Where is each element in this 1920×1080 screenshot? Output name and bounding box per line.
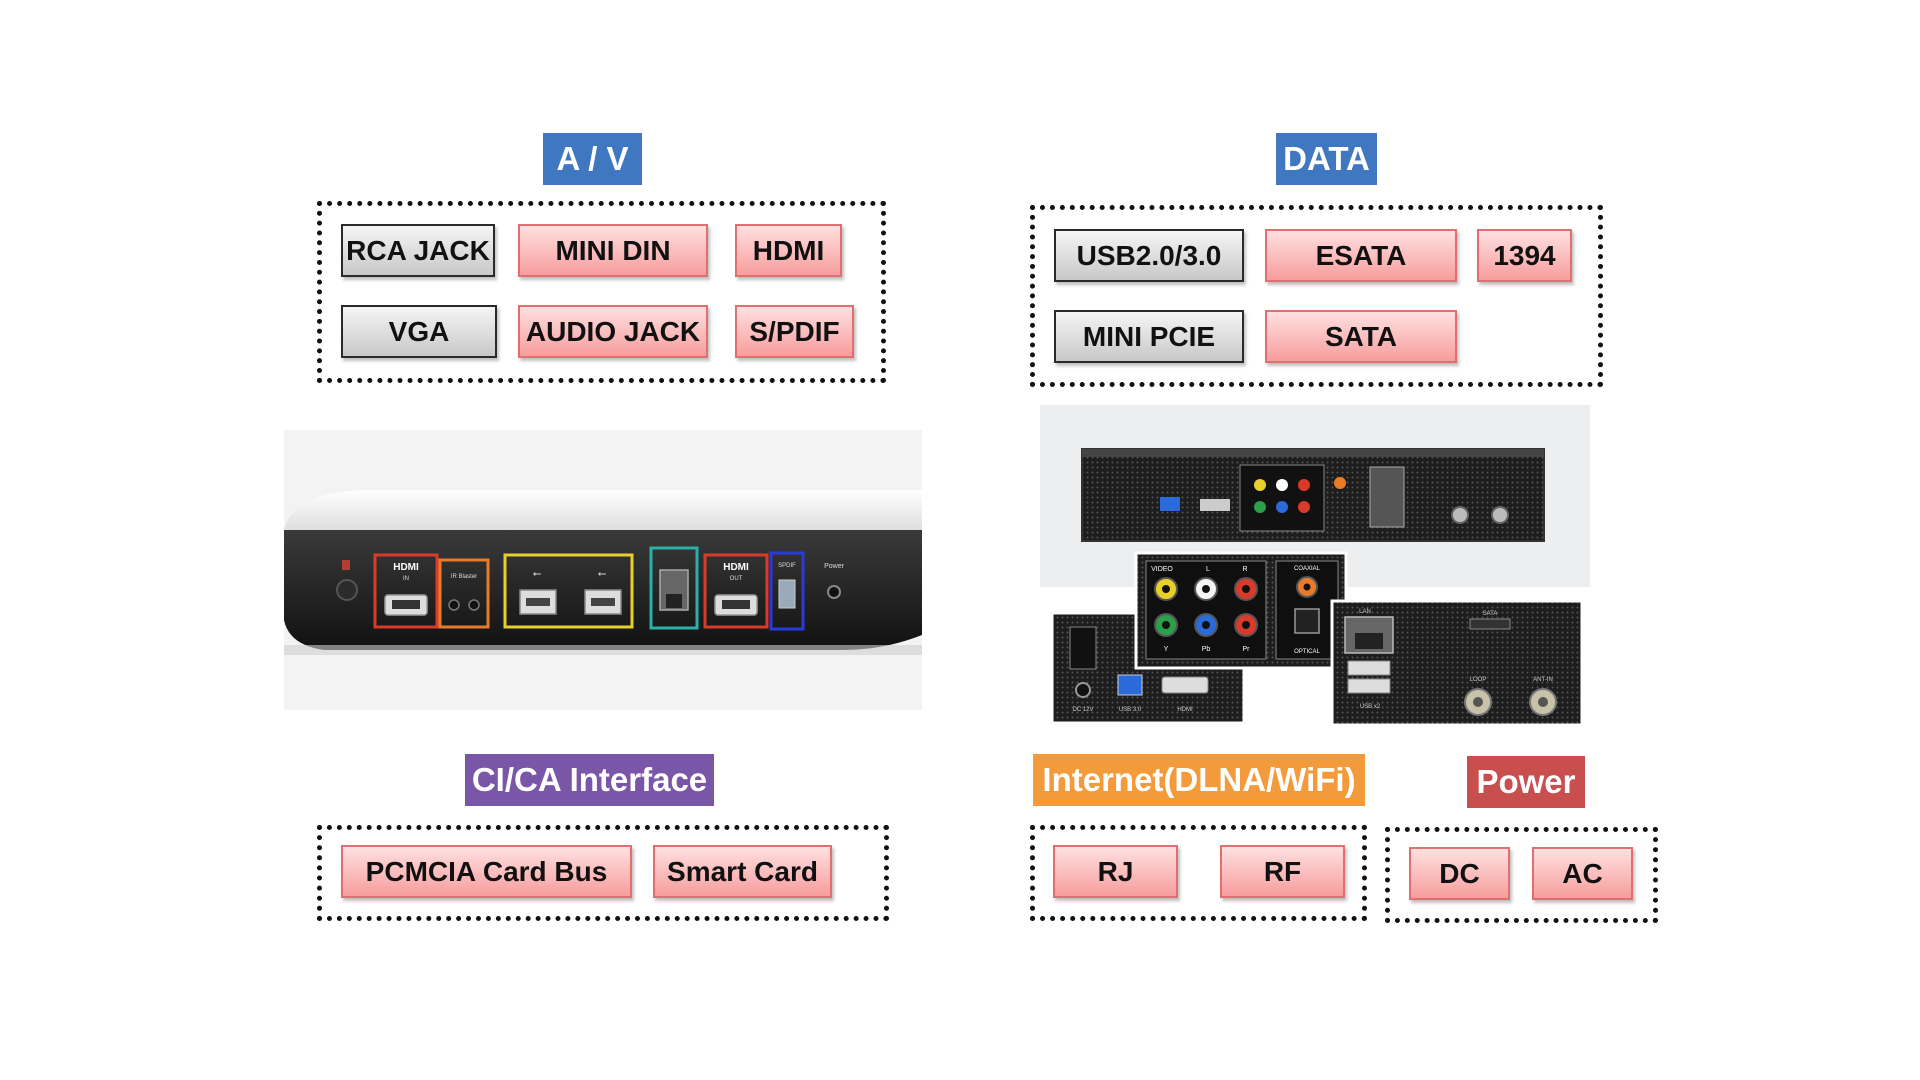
internet-header: Internet(DLNA/WiFi)	[1033, 754, 1365, 806]
tag-1394: 1394	[1477, 229, 1572, 282]
data-group-box	[1030, 205, 1603, 387]
tag-vga: VGA	[341, 305, 497, 358]
power-header: Power	[1467, 756, 1585, 808]
photo-label-video: VIDEO	[1151, 566, 1173, 573]
tag-rj: RJ	[1053, 845, 1178, 898]
photo-label-usb-x2: USB x2	[1360, 704, 1381, 710]
photo-label-out: OUT	[730, 576, 743, 582]
data-header: DATA	[1276, 133, 1377, 185]
svg-text:⭠: ⭠	[598, 567, 607, 580]
tag-dc: DC	[1409, 847, 1510, 900]
tag-esata: ESATA	[1265, 229, 1457, 282]
ci-ca-group-box	[317, 825, 889, 921]
photo-label-sata: SATA	[1483, 611, 1498, 617]
photo-label-ir-blaster: IR Blaster	[451, 574, 477, 580]
set-top-box-right-illustration: DC 12V USB 3.0 HDMI VIDEO L R Y Pb Pr	[1040, 405, 1590, 727]
tag-s-pdif: S/PDIF	[735, 305, 854, 358]
av-group-box	[317, 201, 886, 383]
tag-mini-pcie: MINI PCIE	[1054, 310, 1244, 363]
photo-label-power: Power	[824, 563, 845, 570]
photo-label-hdmi-right: HDMI	[1177, 707, 1193, 713]
set-top-box-photo-right: DC 12V USB 3.0 HDMI VIDEO L R Y Pb Pr	[1040, 405, 1590, 730]
photo-label-y: Y	[1164, 646, 1169, 653]
tag-mini-din: MINI DIN	[518, 224, 708, 277]
photo-label-ant-in: ANT-IN	[1533, 677, 1553, 683]
photo-label-spdif: SPDIF	[778, 563, 796, 569]
tag-usb: USB2.0/3.0	[1054, 229, 1244, 282]
photo-label-l: L	[1206, 566, 1210, 573]
photo-label-in: IN	[403, 576, 409, 582]
svg-text:⭠: ⭠	[533, 567, 542, 580]
photo-label-pb: Pb	[1202, 646, 1211, 653]
photo-label-hdmi-out: HDMI	[723, 562, 749, 573]
photo-label-usb3: USB 3.0	[1119, 707, 1142, 713]
photo-label-loop: LOOP	[1470, 677, 1487, 683]
photo-label-pr: Pr	[1243, 646, 1251, 653]
av-header: A / V	[543, 133, 642, 185]
tag-smart-card: Smart Card	[653, 845, 832, 898]
tag-audio-jack: AUDIO JACK	[518, 305, 708, 358]
set-top-box-photo-left: HDMI IN IR Blaster ⭠ ⭠ HDMI OUT	[284, 430, 922, 710]
ci-ca-header: CI/CA Interface	[465, 754, 714, 806]
power-group-box	[1385, 827, 1658, 923]
photo-label-hdmi-in: HDMI	[393, 562, 419, 573]
photo-label-lan: LAN	[1359, 609, 1371, 615]
set-top-box-left-illustration: HDMI IN IR Blaster ⭠ ⭠ HDMI OUT	[284, 430, 922, 710]
photo-label-coaxial: COAXIAL	[1294, 566, 1321, 572]
internet-group-box	[1030, 825, 1367, 921]
photo-label-dc-12v: DC 12V	[1072, 707, 1093, 713]
tag-rca-jack: RCA JACK	[341, 224, 495, 277]
photo-label-r: R	[1242, 566, 1247, 573]
tag-rf: RF	[1220, 845, 1345, 898]
tag-pcmcia-card-bus: PCMCIA Card Bus	[341, 845, 632, 898]
tag-hdmi: HDMI	[735, 224, 842, 277]
tag-sata: SATA	[1265, 310, 1457, 363]
photo-label-optical: OPTICAL	[1294, 649, 1320, 655]
tag-ac: AC	[1532, 847, 1633, 900]
